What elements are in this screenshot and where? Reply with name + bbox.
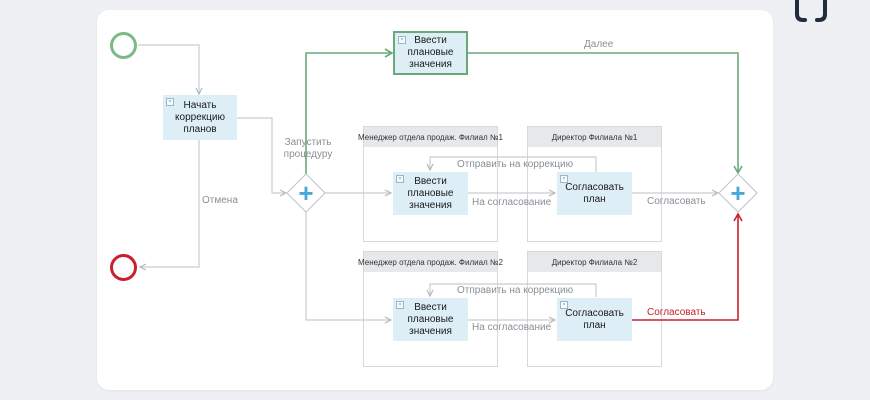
parallel-gateway-icon: + <box>298 178 314 208</box>
user-task-icon <box>166 98 174 106</box>
lane-title: Менеджер отдела продаж. Филиал №2 <box>358 252 503 272</box>
task-enter-values-top[interactable]: Ввести плановые значения <box>393 31 468 75</box>
lane-title: Менеджер отдела продаж. Филиал №1 <box>358 127 503 147</box>
parallel-gateway-icon: + <box>730 178 746 208</box>
lane-title: Директор Филиала №2 <box>528 252 661 272</box>
task-label: Ввести плановые значения <box>407 35 454 70</box>
flow-label-correction-2: Отправить на коррекцию <box>457 285 574 296</box>
lane-manager-branch-2: Менеджер отдела продаж. Филиал №2 <box>358 251 503 367</box>
flow-label-correction-1: Отправить на коррекцию <box>457 159 574 170</box>
task-approve-branch-1[interactable]: Согласовать план <box>557 172 632 215</box>
user-task-icon <box>560 175 568 183</box>
user-task-icon <box>396 175 404 183</box>
flow-start-to-task <box>138 44 199 94</box>
user-task-icon <box>398 36 406 44</box>
task-start-correction[interactable]: Начать коррекцию планов <box>163 95 237 140</box>
flow-next <box>468 52 743 175</box>
flow-cancel <box>140 140 200 267</box>
flow-label-approve-1: Согласовать <box>647 196 706 207</box>
end-event-icon[interactable] <box>110 254 137 281</box>
task-label: Согласовать план <box>565 307 624 331</box>
flow-label-for-approval-2: На согласование <box>472 322 552 333</box>
flow-label-for-approval-1: На согласование <box>472 197 552 208</box>
task-enter-values-branch-1[interactable]: Ввести плановые значения <box>393 172 468 215</box>
user-task-icon <box>560 301 568 309</box>
start-event-icon[interactable] <box>110 32 137 59</box>
task-approve-branch-2[interactable]: Согласовать план <box>557 298 632 341</box>
task-label: Согласовать план <box>565 181 624 205</box>
flow-gateway-to-top-task <box>305 48 394 175</box>
flow-task-to-gateway <box>237 117 286 193</box>
flow-label-cancel: Отмена <box>202 195 238 206</box>
task-enter-values-branch-2[interactable]: Ввести плановые значения <box>393 298 468 341</box>
flow-correction-1 <box>430 156 597 172</box>
flow-label-launch: Запустить процедуру <box>283 137 333 160</box>
task-label: Ввести плановые значения <box>407 175 454 211</box>
flow-approve-2 <box>632 212 743 321</box>
logo-icon <box>795 0 827 22</box>
task-label: Ввести плановые значения <box>407 301 454 337</box>
flow-label-next: Далее <box>584 39 614 50</box>
user-task-icon <box>396 301 404 309</box>
lane-title: Директор Филиала №1 <box>528 127 661 147</box>
flow-label-approve-2: Согласовать <box>647 307 706 318</box>
flow-gateway-to-branch-2 <box>305 212 391 320</box>
flow-correction-2 <box>430 283 597 297</box>
lane-director-branch-1: Директор Филиала №1 <box>527 126 662 242</box>
task-label: Начать коррекцию планов <box>175 99 225 135</box>
